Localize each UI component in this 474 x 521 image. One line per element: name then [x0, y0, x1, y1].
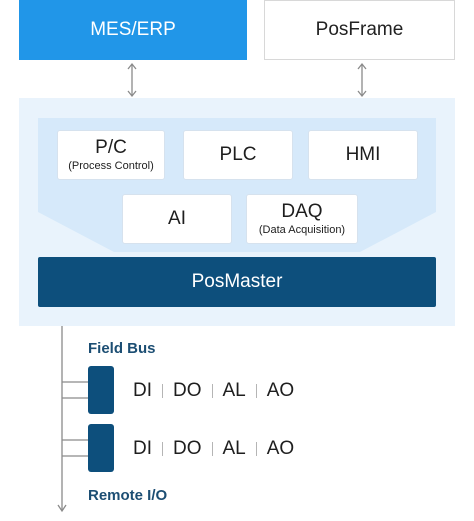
module-daq-title: DAQ: [281, 200, 323, 222]
io-row-1: DI DO AL AO: [133, 380, 294, 402]
io-signal-al: AL: [222, 380, 246, 401]
module-daq-subtitle: (Data Acquisition): [258, 224, 346, 237]
module-pc: P/C (Process Control): [57, 130, 165, 180]
module-ai-title: AI: [168, 207, 186, 229]
module-hmi: HMI: [308, 130, 418, 180]
mes-erp-arrow-head-up: [127, 62, 137, 70]
io-signal-al: AL: [222, 438, 246, 459]
module-daq: DAQ (Data Acquisition): [246, 194, 358, 244]
module-pc-title: P/C: [95, 136, 127, 158]
mes-erp-box: MES/ERP: [19, 0, 247, 60]
posframe-box: PosFrame: [264, 0, 455, 60]
io-divider: [162, 384, 163, 398]
io-signal-do: DO: [173, 380, 202, 401]
mes-erp-arrow-head-down: [127, 90, 137, 98]
field-bus-label: Field Bus: [88, 340, 156, 357]
posmaster-label: PosMaster: [191, 271, 283, 292]
io-divider: [255, 442, 257, 456]
remote-io-node-1: [88, 366, 114, 414]
io-signal-di: DI: [133, 380, 152, 401]
io-divider: [211, 442, 213, 456]
posframe-arrow-head-up: [357, 62, 367, 70]
posmaster-bar: PosMaster: [38, 257, 436, 307]
io-signal-ao: AO: [266, 380, 295, 401]
posframe-label: PosFrame: [315, 19, 404, 40]
io-signal-do: DO: [173, 438, 202, 459]
module-plc: PLC: [183, 130, 293, 180]
io-divider: [255, 384, 257, 398]
io-row-2: DI DO AL AO: [133, 438, 294, 460]
io-divider: [211, 384, 213, 398]
remote-io-label: Remote I/O: [88, 487, 168, 504]
remote-io-node-2: [88, 424, 114, 472]
io-signal-ao: AO: [266, 438, 295, 459]
module-ai: AI: [122, 194, 232, 244]
posframe-arrow-head-down: [357, 90, 367, 98]
module-plc-title: PLC: [219, 143, 257, 165]
mes-erp-label: MES/ERP: [90, 19, 176, 40]
field-bus-arrow-head: [57, 504, 67, 513]
io-divider: [162, 442, 163, 456]
module-hmi-title: HMI: [345, 143, 381, 165]
module-pc-subtitle: (Process Control): [68, 160, 154, 173]
io-signal-di: DI: [133, 438, 152, 459]
